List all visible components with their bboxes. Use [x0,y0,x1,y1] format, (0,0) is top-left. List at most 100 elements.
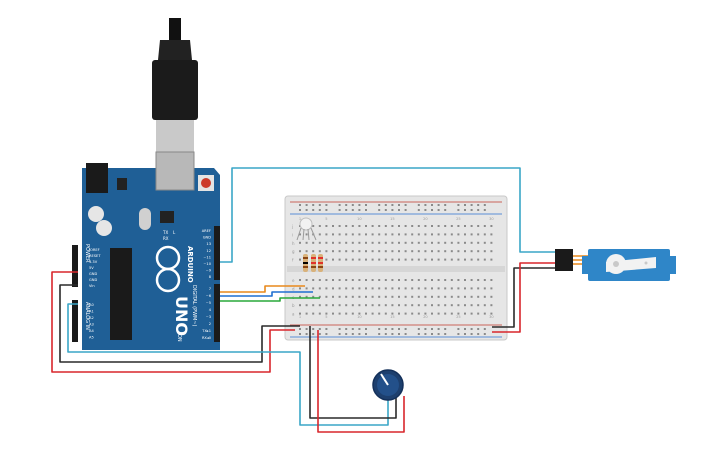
terminal-hole[interactable] [477,287,480,290]
terminal-hole[interactable] [378,304,381,307]
terminal-hole[interactable] [365,225,367,227]
terminal-hole[interactable] [365,287,367,290]
terminal-hole[interactable] [457,233,460,236]
rail-hole[interactable] [398,333,400,335]
terminal-hole[interactable] [404,241,407,244]
terminal-hole[interactable] [358,241,361,244]
terminal-hole[interactable] [424,279,427,281]
terminal-hole[interactable] [398,304,400,307]
terminal-hole[interactable] [391,279,394,281]
terminal-hole[interactable] [305,233,308,236]
rail-hole[interactable] [437,333,440,335]
terminal-hole[interactable] [332,287,334,290]
terminal-hole[interactable] [437,312,440,315]
wire-pin3-green-led[interactable] [220,297,320,302]
terminal-hole[interactable] [424,312,427,315]
terminal-hole[interactable] [318,312,321,315]
terminal-hole[interactable] [450,233,453,236]
terminal-hole[interactable] [351,295,354,298]
terminal-hole[interactable] [305,250,308,253]
terminal-hole[interactable] [325,279,328,281]
terminal-hole[interactable] [358,258,361,261]
terminal-hole[interactable] [358,304,361,307]
terminal-hole[interactable] [417,295,420,298]
terminal-hole[interactable] [325,225,328,227]
rail-hole[interactable] [404,328,407,330]
terminal-hole[interactable] [464,225,466,227]
terminal-hole[interactable] [477,312,480,315]
terminal-hole[interactable] [437,304,440,307]
terminal-hole[interactable] [457,295,460,298]
rail-hole[interactable] [312,204,315,206]
terminal-hole[interactable] [365,250,367,253]
terminal-hole[interactable] [325,241,328,244]
wire-gnd-rail[interactable] [59,284,300,363]
terminal-hole[interactable] [312,287,315,290]
rail-hole[interactable] [424,204,427,206]
terminal-hole[interactable] [411,279,414,281]
terminal-hole[interactable] [444,279,447,281]
rail-hole[interactable] [325,204,328,206]
terminal-hole[interactable] [391,295,394,298]
rail-hole[interactable] [299,333,301,335]
terminal-hole[interactable] [464,233,466,236]
rail-hole[interactable] [384,209,387,211]
rail-hole[interactable] [338,333,341,335]
terminal-hole[interactable] [371,279,374,281]
terminal-hole[interactable] [437,233,440,236]
rail-hole[interactable] [424,328,427,330]
terminal-hole[interactable] [411,312,414,315]
rail-hole[interactable] [437,328,440,330]
rail-hole[interactable] [444,328,447,330]
terminal-hole[interactable] [299,295,301,298]
rail-hole[interactable] [378,209,381,211]
terminal-hole[interactable] [477,279,480,281]
rail-hole[interactable] [299,209,301,211]
terminal-hole[interactable] [417,279,420,281]
terminal-hole[interactable] [398,241,400,244]
terminal-hole[interactable] [351,233,354,236]
terminal-hole[interactable] [325,295,328,298]
terminal-hole[interactable] [305,241,308,244]
terminal-hole[interactable] [318,241,321,244]
terminal-hole[interactable] [351,287,354,290]
terminal-hole[interactable] [450,287,453,290]
terminal-hole[interactable] [325,287,328,290]
terminal-hole[interactable] [325,258,328,261]
terminal-hole[interactable] [312,225,315,227]
terminal-hole[interactable] [464,304,466,307]
terminal-hole[interactable] [332,258,334,261]
terminal-hole[interactable] [398,312,400,315]
terminal-hole[interactable] [470,304,473,307]
terminal-hole[interactable] [371,295,374,298]
terminal-hole[interactable] [305,287,308,290]
terminal-hole[interactable] [351,279,354,281]
terminal-hole[interactable] [371,250,374,253]
terminal-hole[interactable] [345,225,348,227]
rail-hole[interactable] [384,333,387,335]
terminal-hole[interactable] [424,258,427,261]
terminal-hole[interactable] [431,258,433,261]
terminal-hole[interactable] [371,312,374,315]
terminal-hole[interactable] [417,287,420,290]
terminal-hole[interactable] [404,250,407,253]
terminal-hole[interactable] [391,225,394,227]
rgb-led[interactable] [296,217,317,241]
terminal-hole[interactable] [470,258,473,261]
terminal-hole[interactable] [457,250,460,253]
wire-5v-rail[interactable] [51,271,295,373]
terminal-hole[interactable] [470,279,473,281]
terminal-hole[interactable] [371,287,374,290]
terminal-hole[interactable] [424,287,427,290]
terminal-hole[interactable] [318,250,321,253]
terminal-hole[interactable] [490,312,493,315]
terminal-hole[interactable] [404,287,407,290]
rail-hole[interactable] [398,328,400,330]
terminal-hole[interactable] [365,312,367,315]
terminal-hole[interactable] [444,233,447,236]
terminal-hole[interactable] [365,279,367,281]
terminal-hole[interactable] [470,287,473,290]
rail-hole[interactable] [391,333,394,335]
rail-hole[interactable] [483,204,486,206]
